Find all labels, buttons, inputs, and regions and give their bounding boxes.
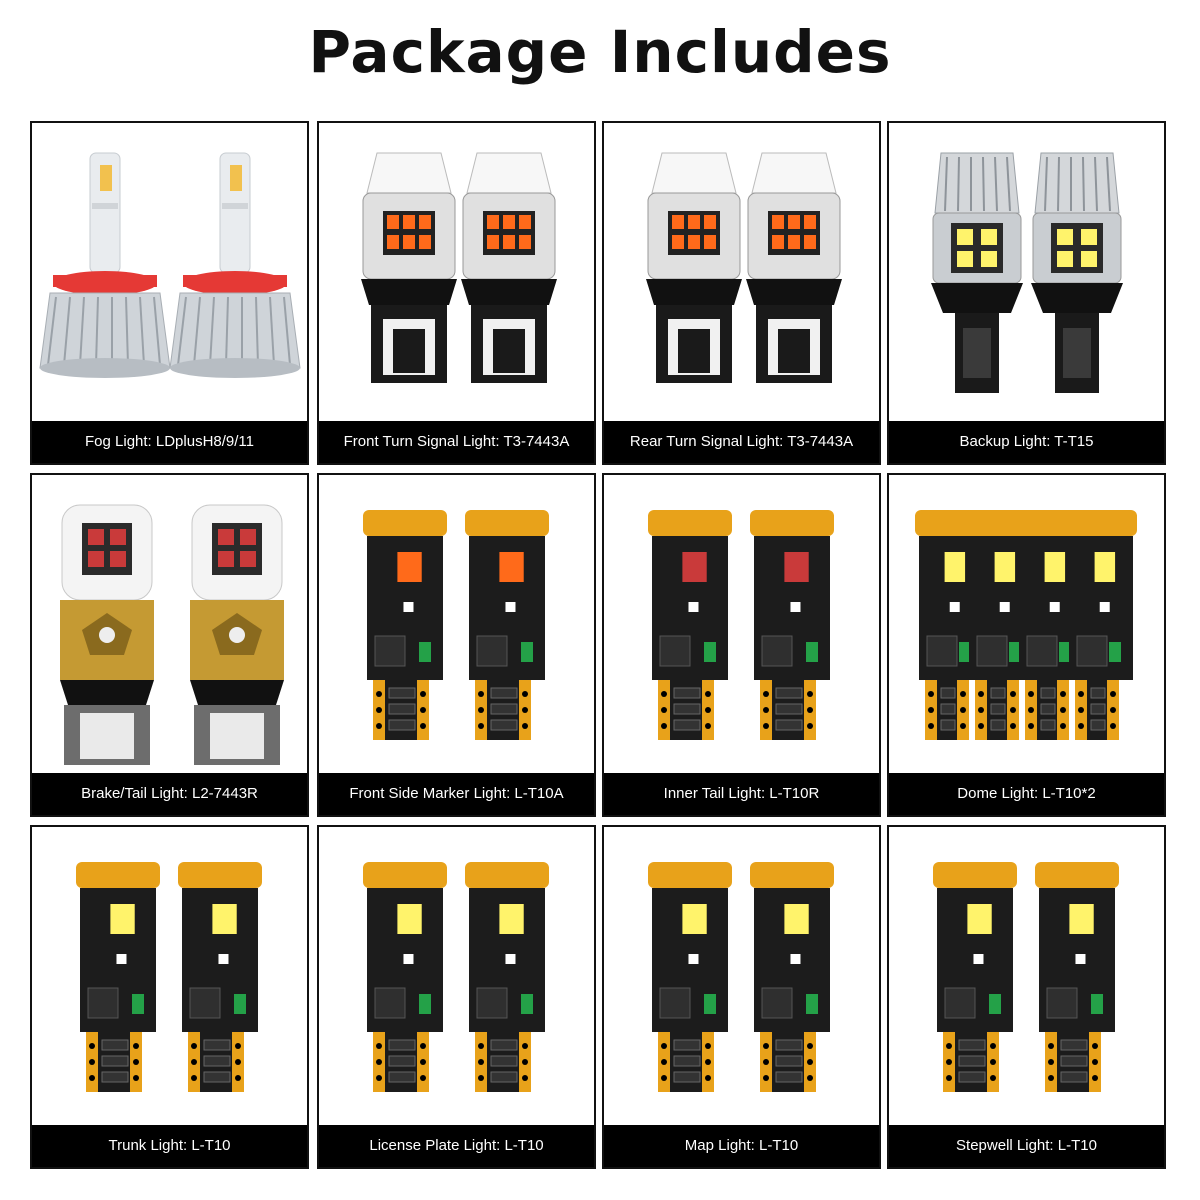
t10-pcb-bulb-white-icon: [933, 862, 1119, 1092]
h11-headlight-bulb-icon: [39, 152, 301, 378]
t10-pcb-bulb-white-icon: [363, 862, 549, 1092]
product-grid: Fog Light: LDplusH8/9/11 Front Turn Signa…: [30, 121, 1171, 1171]
page-title: Package Includes: [308, 18, 892, 86]
product-card: Dome Light: L-T10*2: [887, 473, 1166, 817]
t15-led-bulb-white-icon: [931, 152, 1123, 393]
product-caption: Dome Light: L-T10*2: [889, 773, 1164, 815]
product-card: Brake/Tail Light: L2-7443R: [30, 473, 309, 817]
product-card: Front Side Marker Light: L-T10A: [317, 473, 596, 817]
product-caption: Rear Turn Signal Light: T3-7443A: [604, 421, 879, 463]
product-card: Stepwell Light: L-T10: [887, 825, 1166, 1169]
product-caption: Inner Tail Light: L-T10R: [604, 773, 879, 815]
t10-pcb-bulb-red-icon: [648, 510, 834, 740]
product-card: Map Light: L-T10: [602, 825, 881, 1169]
product-caption: Backup Light: T-T15: [889, 421, 1164, 463]
product-card: Trunk Light: L-T10: [30, 825, 309, 1169]
7443-led-bulb-amber-icon: [361, 152, 557, 383]
t10-pcb-bulb-amber-icon: [363, 510, 549, 740]
product-caption: Fog Light: LDplusH8/9/11: [32, 421, 307, 463]
t10-pcb-bulb-white-icon: [915, 510, 1137, 740]
product-caption: Brake/Tail Light: L2-7443R: [32, 773, 307, 815]
product-caption: License Plate Light: L-T10: [319, 1125, 594, 1167]
product-card: Inner Tail Light: L-T10R: [602, 473, 881, 817]
product-card: Backup Light: T-T15: [887, 121, 1166, 465]
t10-pcb-bulb-white-icon: [76, 862, 262, 1092]
t10-pcb-bulb-white-icon: [648, 862, 834, 1092]
product-caption: Stepwell Light: L-T10: [889, 1125, 1164, 1167]
product-card: Fog Light: LDplusH8/9/11: [30, 121, 309, 465]
product-caption: Front Side Marker Light: L-T10A: [319, 773, 594, 815]
product-card: Rear Turn Signal Light: T3-7443A: [602, 121, 881, 465]
product-card: License Plate Light: L-T10: [317, 825, 596, 1169]
7443-led-bulb-amber-icon: [646, 152, 842, 383]
product-caption: Trunk Light: L-T10: [32, 1125, 307, 1167]
product-caption: Front Turn Signal Light: T3-7443A: [319, 421, 594, 463]
product-card: Front Turn Signal Light: T3-7443A: [317, 121, 596, 465]
7443-led-bulb-red-icon: [60, 504, 284, 765]
product-caption: Map Light: L-T10: [604, 1125, 879, 1167]
